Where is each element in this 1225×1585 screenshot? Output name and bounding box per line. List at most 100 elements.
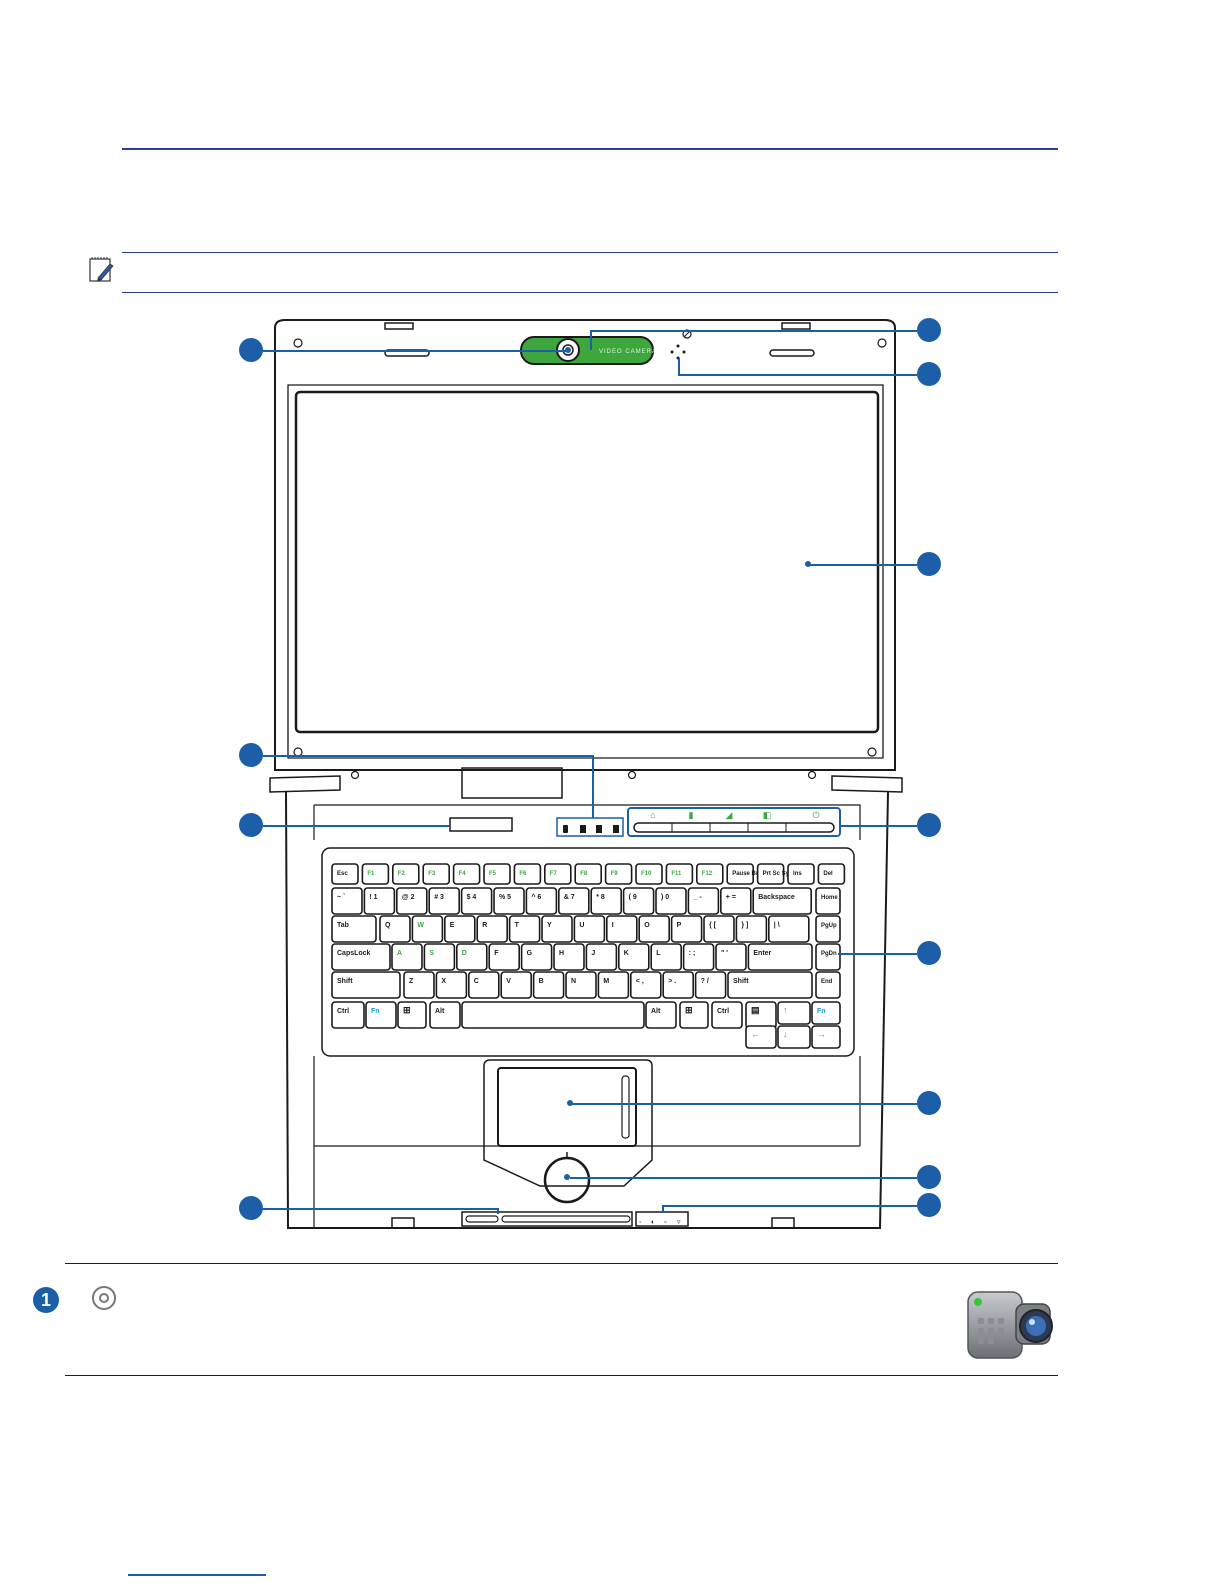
key: [811, 1001, 841, 1025]
key-label: Fn: [817, 1008, 826, 1015]
callout-microphone: [917, 362, 941, 386]
camcorder-icon: [967, 1291, 1053, 1359]
key: [655, 887, 687, 915]
callout-keyboard: [917, 941, 941, 965]
key: [557, 887, 590, 915]
key-label: Q: [385, 922, 391, 929]
key: [756, 863, 785, 885]
key-label: F4: [459, 871, 467, 877]
key: [391, 863, 420, 885]
svg-text:◐: ◐: [651, 1219, 655, 1226]
key-label: % 5: [499, 894, 511, 901]
key: [711, 1001, 743, 1029]
key-label: F9: [611, 871, 619, 877]
key-label: F1: [367, 871, 375, 877]
key-label: Shift: [733, 978, 749, 985]
key: [745, 1025, 777, 1049]
key: [508, 915, 541, 943]
key: [331, 887, 363, 915]
key: [752, 887, 813, 915]
key-label: →: [817, 1029, 826, 1039]
key-label: E: [450, 922, 455, 929]
key: [687, 887, 720, 915]
key-label: Fn: [371, 1008, 380, 1015]
key-label: Alt: [435, 1008, 445, 1015]
key: [597, 971, 630, 999]
key-label: > .: [668, 978, 676, 985]
key-label: U: [579, 922, 584, 929]
key-label: ( 9: [629, 894, 637, 901]
key-label: F12: [702, 871, 713, 877]
key: [553, 943, 585, 971]
camera-label: VIDEO CAMERA: [599, 349, 657, 355]
key-label: Y: [547, 922, 552, 929]
key: [735, 915, 768, 943]
camera-lens-icon: [92, 1286, 116, 1310]
key: [331, 915, 377, 943]
key-label: + =: [726, 894, 736, 901]
key-label: I: [612, 922, 614, 929]
key-label: ⊞: [685, 1005, 693, 1015]
key-label: _ -: [692, 894, 702, 901]
key: [815, 971, 841, 999]
key-label: J: [591, 950, 595, 957]
key-label: @ 2: [402, 894, 415, 901]
svg-text:⏻: ⏻: [812, 810, 819, 820]
key-label: F2: [398, 871, 406, 877]
key: [638, 915, 671, 943]
key-label: F6: [519, 871, 527, 877]
key: [391, 943, 423, 971]
callout-pointer-button: [917, 1165, 941, 1189]
key-label: ←: [751, 1029, 760, 1039]
key-label: ? /: [701, 978, 709, 985]
key: [767, 915, 810, 943]
key-label: W: [417, 922, 424, 929]
key-label: F7: [550, 871, 558, 877]
key: [679, 1001, 709, 1029]
callout-camera-indicator: [917, 318, 941, 342]
key-label: C: [474, 978, 479, 985]
key: [363, 887, 396, 915]
key: [719, 887, 752, 915]
key: [777, 1001, 811, 1025]
key: [727, 971, 813, 999]
key-label: ^ 6: [531, 893, 541, 901]
key: [331, 943, 391, 971]
key-label: " ': [721, 950, 728, 957]
key: [815, 915, 841, 943]
key: [777, 1025, 811, 1049]
key-label: # 3: [434, 894, 444, 901]
key-label: A: [397, 950, 402, 957]
key-label: T: [515, 922, 520, 929]
key: [455, 943, 488, 971]
key-label: F5: [489, 871, 497, 877]
key-label: Esc: [337, 871, 348, 877]
key: [423, 943, 456, 971]
key-label: F10: [641, 871, 652, 877]
key: [513, 863, 542, 885]
key: [629, 971, 662, 999]
key: [520, 943, 553, 971]
key: [565, 971, 597, 999]
key-label: Tab: [337, 922, 349, 929]
key-label: Home: [821, 895, 838, 901]
key: [422, 863, 451, 885]
key-label: Pause Break: [732, 871, 769, 877]
key: [543, 863, 572, 885]
callout-status-indicators: [239, 743, 263, 767]
key-label: ⊞: [403, 1005, 411, 1015]
key-label: F8: [580, 871, 588, 877]
key-label: ▤: [751, 1005, 760, 1015]
key-label: Ctrl: [717, 1008, 729, 1015]
key-label: S: [429, 950, 434, 957]
footer-link-underline: [128, 1574, 266, 1576]
key-label: ) 0: [661, 894, 669, 901]
legend-number-1: 1: [33, 1287, 59, 1313]
key-label: * 8: [596, 894, 605, 901]
key: [635, 863, 663, 885]
callout-media-buttons: [239, 1196, 263, 1220]
key: [622, 887, 655, 915]
key: [650, 943, 683, 971]
header-rule: [122, 148, 1058, 150]
